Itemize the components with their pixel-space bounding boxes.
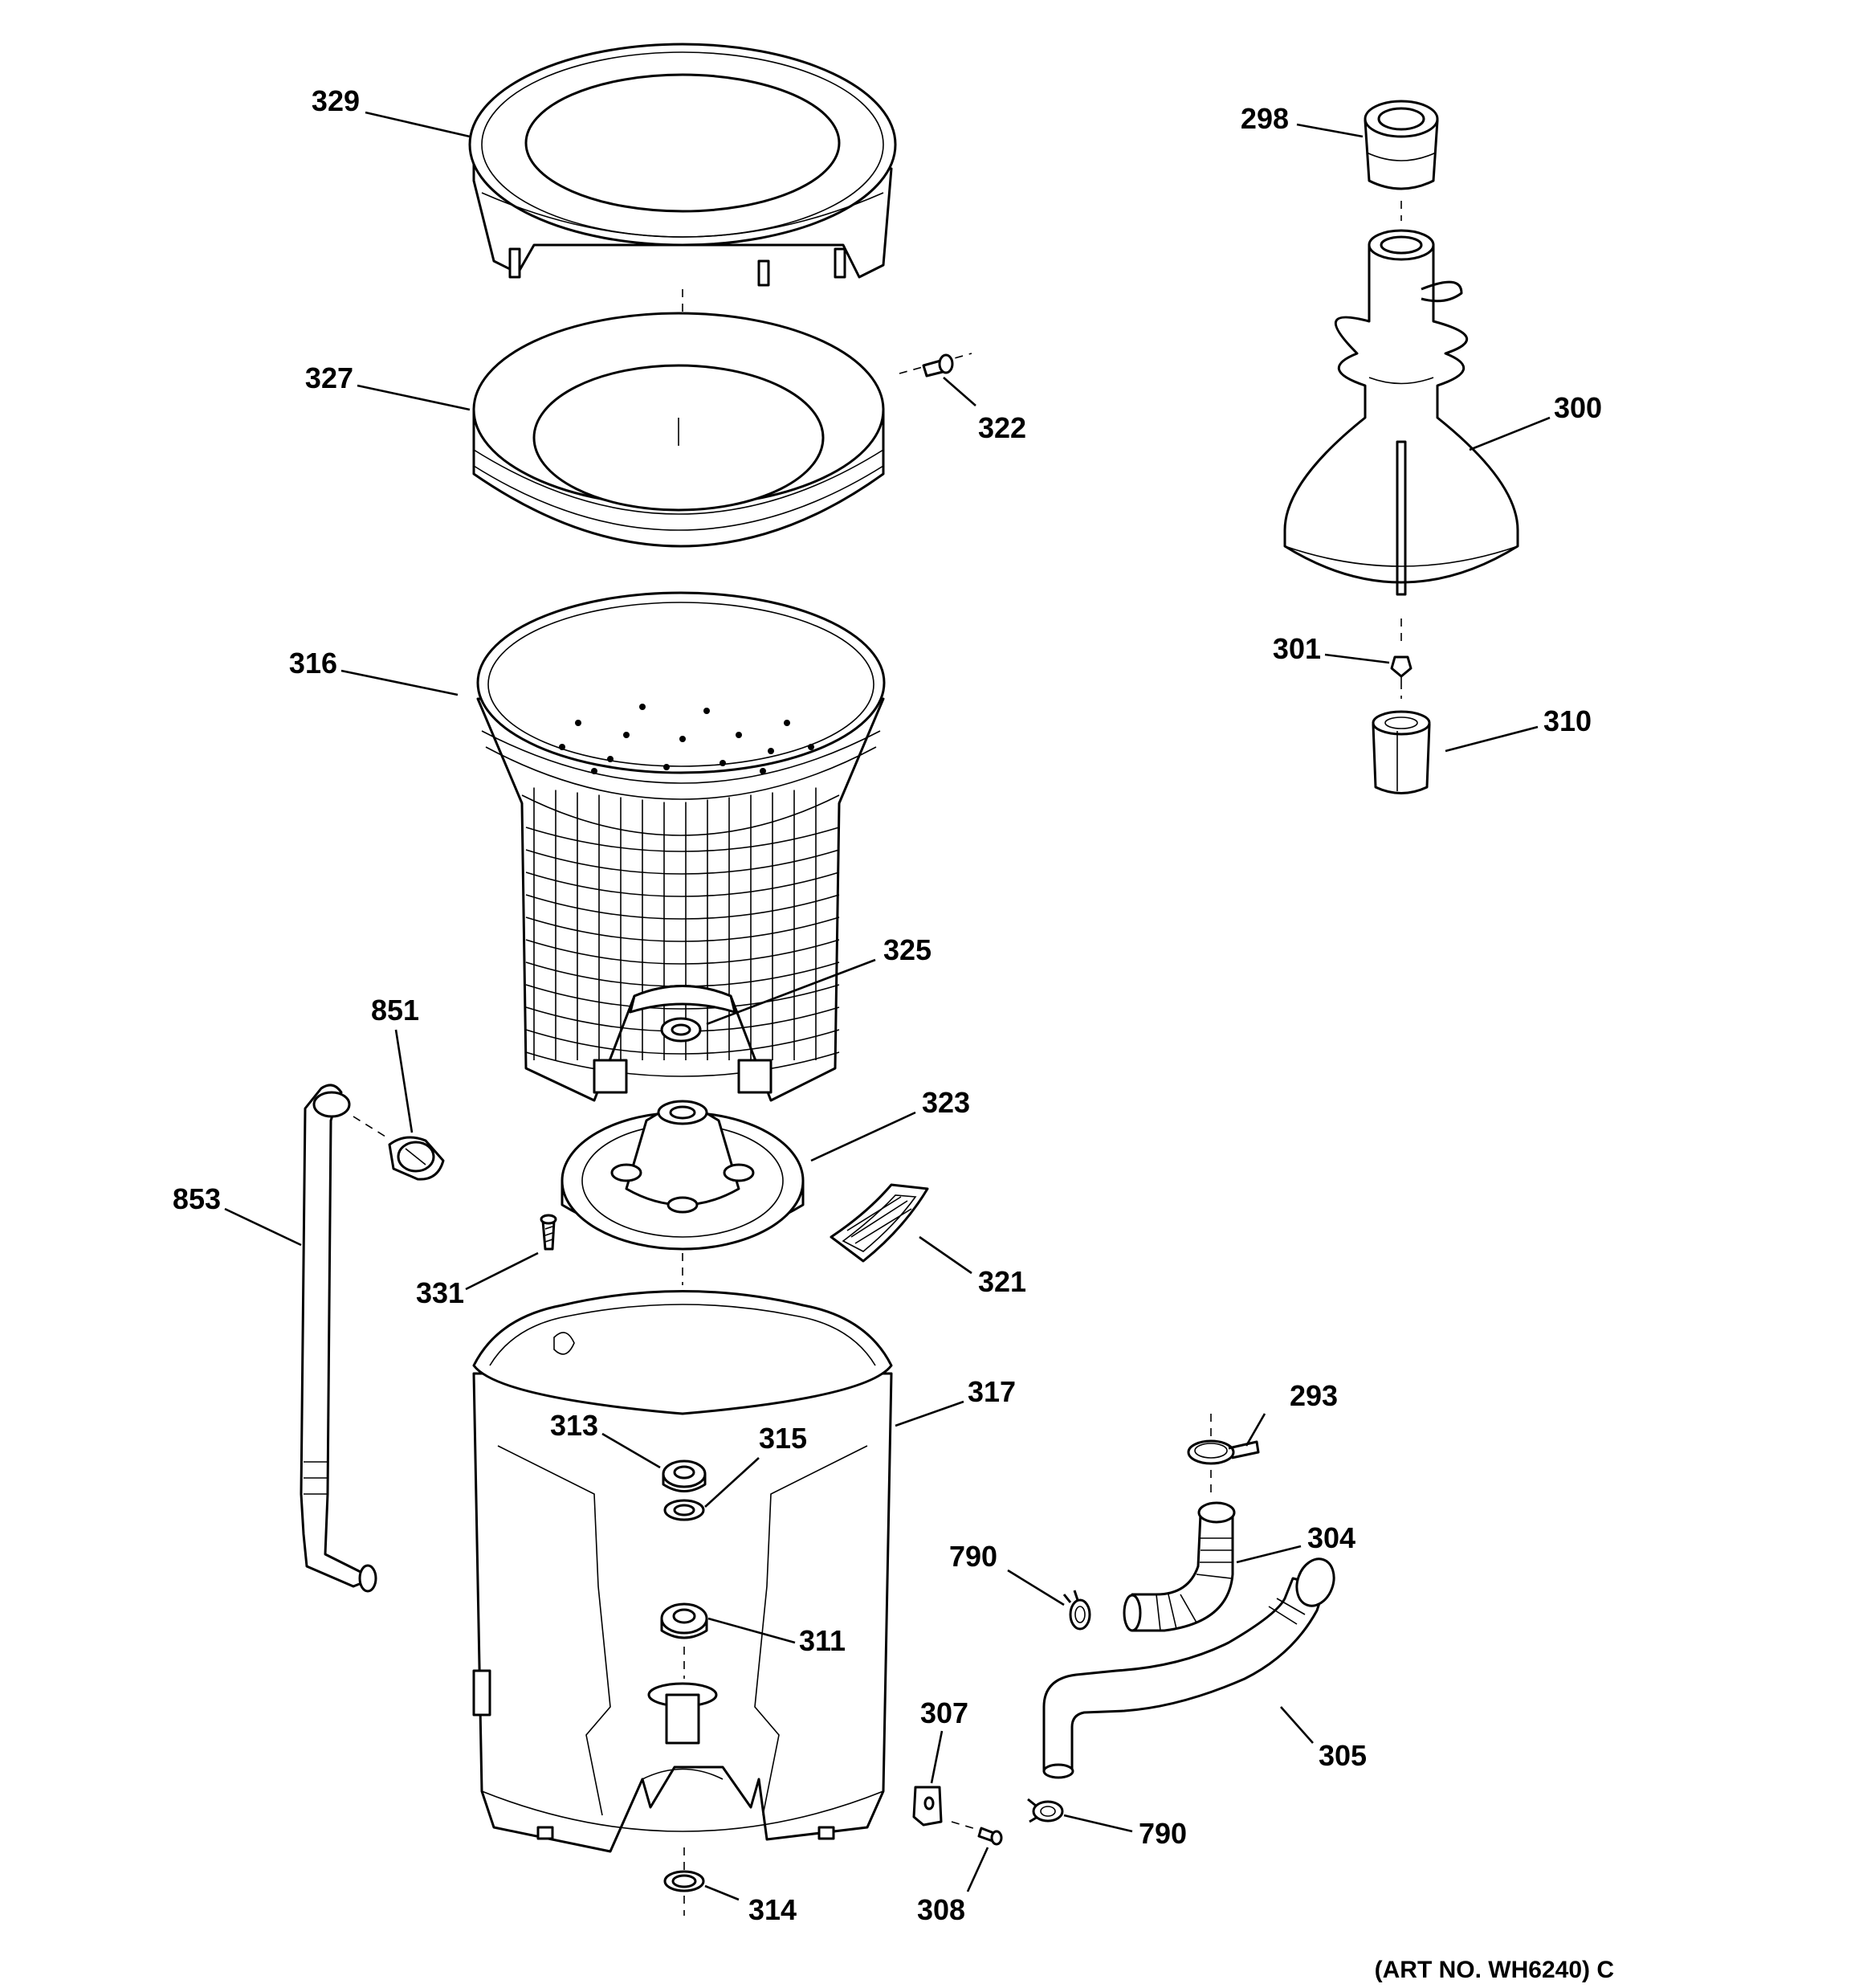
part-329-tub-cover: [468, 43, 897, 287]
part-293-clamp: [1187, 1414, 1260, 1498]
callout-322: 322: [978, 411, 1026, 444]
callout-321: 321: [978, 1265, 1026, 1298]
callout-labels: 329 327 322 316 298 300 301 310 325 851 …: [173, 84, 1602, 1926]
part-298-agitator-cap: [1364, 100, 1439, 221]
part-323-hub: [561, 1100, 805, 1285]
part-308-screw: [951, 1821, 1003, 1846]
callout-313: 313: [550, 1409, 598, 1442]
callout-327: 327: [305, 361, 353, 394]
callout-300: 300: [1554, 391, 1602, 424]
part-322-screw: [899, 353, 972, 378]
part-301-bolt: [1390, 655, 1413, 699]
part-851-cap: [353, 1116, 445, 1181]
callout-323: 323: [922, 1086, 970, 1119]
callout-307: 307: [920, 1696, 968, 1729]
callout-331: 331: [416, 1276, 464, 1309]
part-311-bearing: [660, 1602, 708, 1679]
part-307-bracket: [912, 1786, 943, 1827]
callout-301: 301: [1273, 632, 1321, 665]
part-305-drain-hose: [1042, 1557, 1335, 1779]
callout-316: 316: [289, 647, 337, 680]
callout-304: 304: [1307, 1521, 1355, 1554]
callout-315: 315: [759, 1422, 807, 1455]
part-317-outer-tub: [472, 1290, 893, 1853]
callout-851: 851: [371, 994, 419, 1027]
part-313-nut: [662, 1459, 707, 1492]
part-327-balance-ring: [472, 312, 885, 548]
art-number: (ART NO. WH6240) C: [1375, 1957, 1614, 1983]
part-304-hose-elbow: [1123, 1501, 1236, 1632]
callout-310: 310: [1543, 704, 1592, 737]
callout-853: 853: [173, 1182, 221, 1215]
callout-317: 317: [968, 1375, 1016, 1408]
callout-325: 325: [883, 933, 932, 966]
part-314-seal-ring: [663, 1847, 705, 1916]
part-321-filter: [830, 1183, 929, 1263]
part-790-clamp-lower: [1027, 1798, 1064, 1823]
callout-790-lower: 790: [1139, 1817, 1187, 1850]
part-316-wash-basket: [476, 591, 886, 1102]
callout-308: 308: [917, 1893, 965, 1926]
callout-790-upper: 790: [949, 1540, 997, 1573]
callout-298: 298: [1241, 102, 1289, 135]
part-300-agitator: [1283, 229, 1519, 647]
callout-305: 305: [1319, 1739, 1367, 1772]
part-310-coupling: [1372, 710, 1431, 794]
leader-lines: [224, 111, 1551, 1901]
callout-293: 293: [1290, 1379, 1338, 1412]
callout-311: 311: [799, 1624, 846, 1657]
part-331-screw: [540, 1214, 557, 1251]
callout-329: 329: [312, 84, 360, 117]
part-853-hose: [300, 1084, 377, 1593]
part-315-seal: [663, 1499, 705, 1521]
part-790-clamp-upper: [1062, 1590, 1091, 1631]
callout-314: 314: [748, 1893, 797, 1926]
